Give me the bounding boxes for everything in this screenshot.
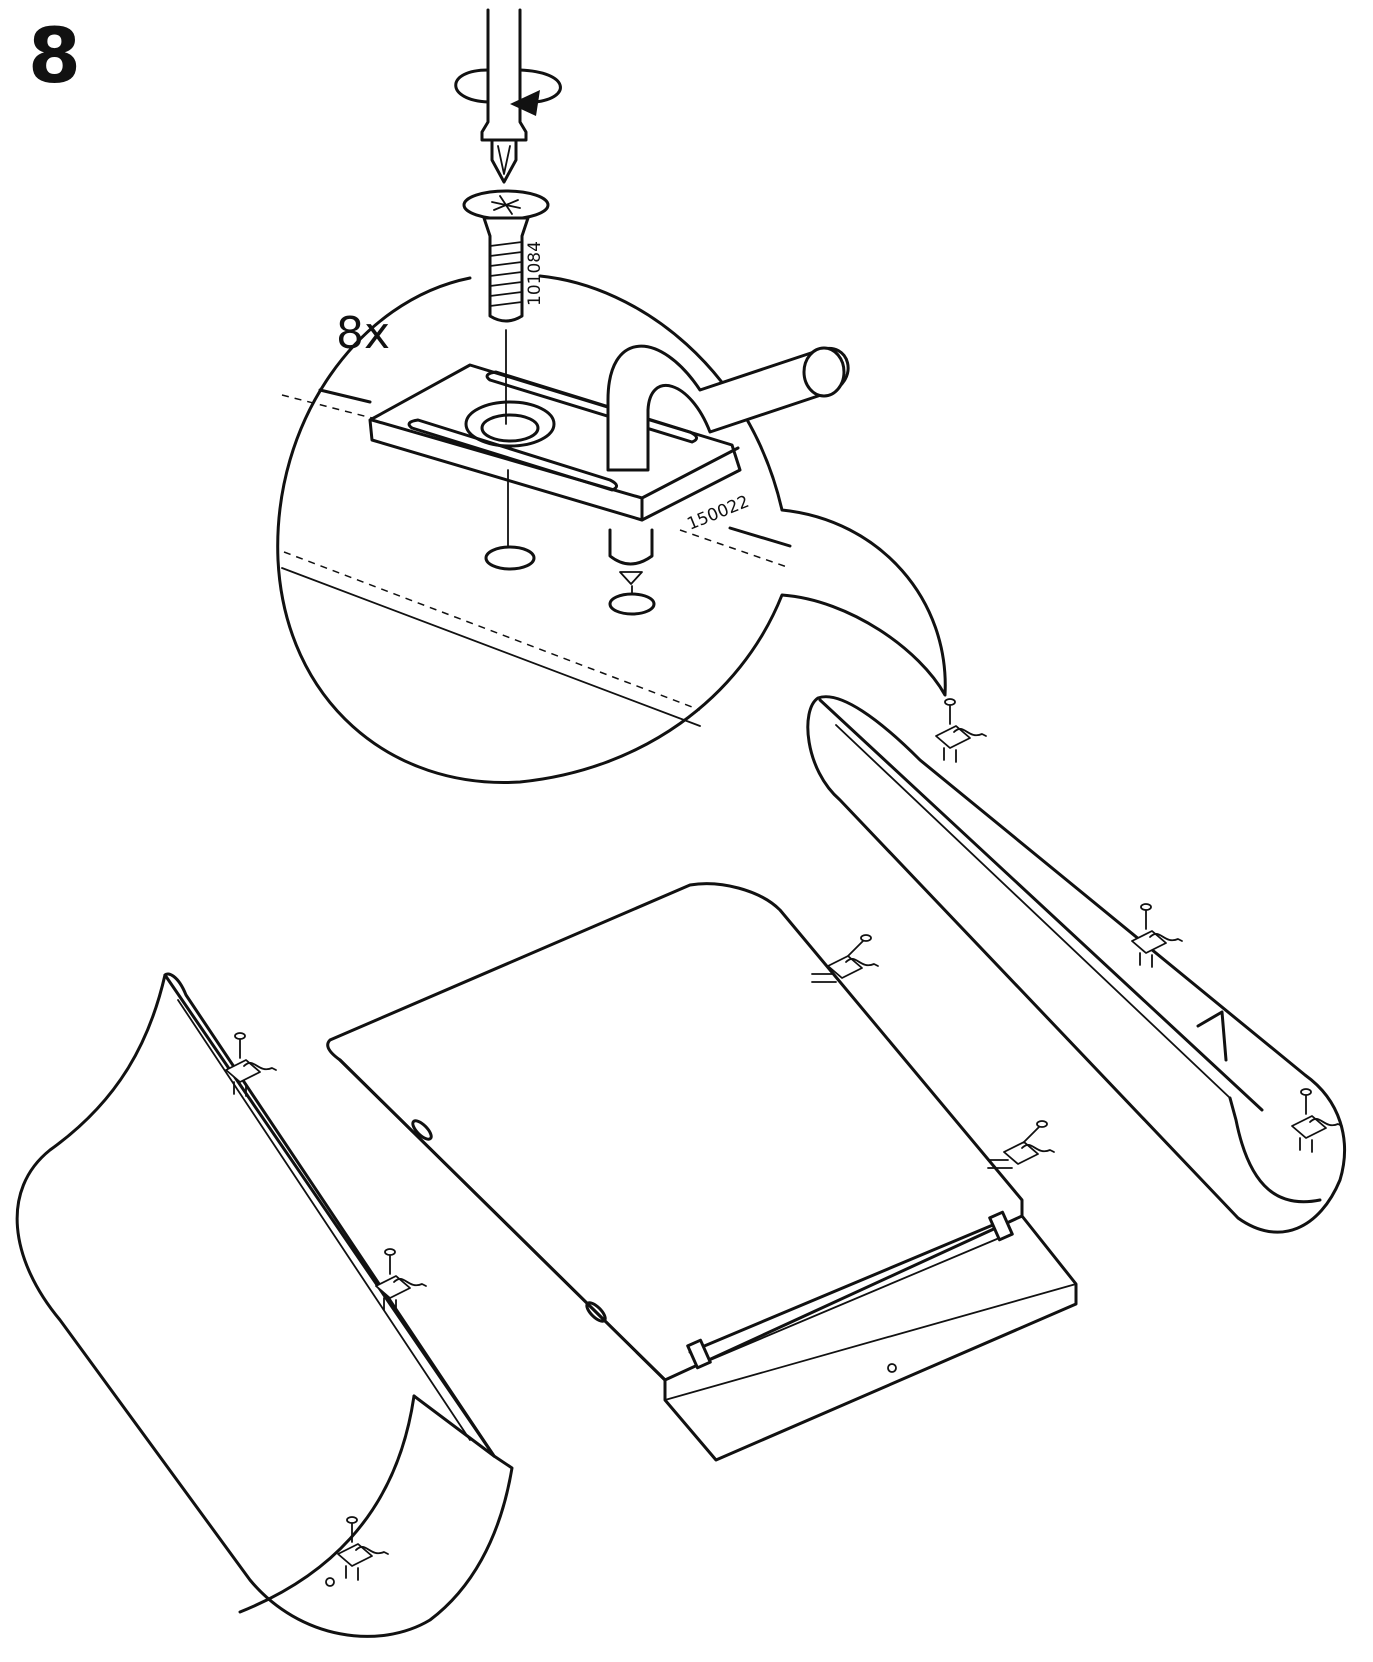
screw-part-number: 101084 [525,241,545,306]
small-bracket-7 [375,1248,427,1313]
screwdriver-icon [480,8,528,184]
clockwise-rotation-arrow-icon [454,68,562,116]
small-bracket-4 [811,934,879,983]
bracket-part-number: 150022 [684,492,752,535]
small-bracket-3 [1291,1088,1343,1153]
detail-callout-outline [276,274,947,784]
small-bracket-8 [337,1516,389,1581]
step-number: 8 [28,11,81,100]
hook-bracket-icon [368,329,850,616]
right-panel [806,695,1347,1234]
small-bracket-1 [935,698,987,763]
left-panel [15,972,514,1638]
small-bracket-6 [225,1032,277,1097]
screw-icon [462,189,550,323]
small-bracket-5 [987,1120,1055,1169]
center-board [326,882,1078,1462]
quantity-label: 8x [336,308,390,359]
small-bracket-2 [1131,903,1183,968]
